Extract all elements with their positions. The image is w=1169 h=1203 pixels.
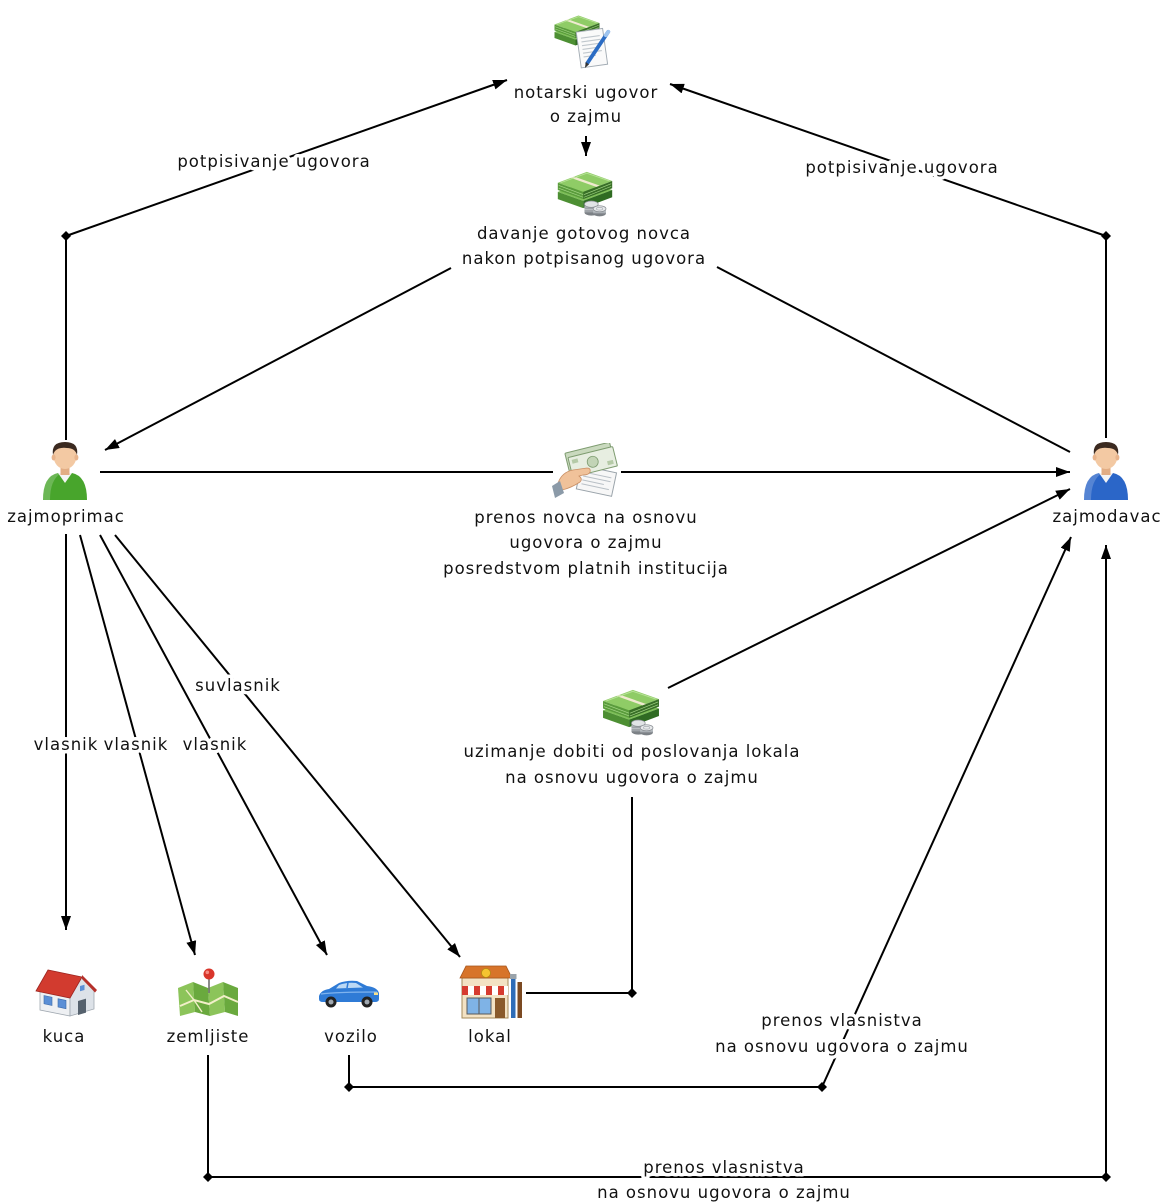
edge-label-vlasnik-vozilo: vlasnik xyxy=(183,735,248,754)
edge-vlasnik-vozilo xyxy=(99,534,328,956)
vozilo-label: vozilo xyxy=(324,1027,378,1046)
node-davanje-novca: davanje gotovog novca nakon potpisanog u… xyxy=(462,171,706,268)
edge-label-prenos-vlasnistva-vozilo-line2: na osnovu ugovora o zajmu xyxy=(715,1037,969,1056)
uzimanje-dobiti-label-line2: na osnovu ugovora o zajmu xyxy=(505,768,759,787)
edge-prenos-vlasnistva-vozilo xyxy=(821,536,1072,1088)
edge-suvlasnik-lokal xyxy=(114,534,461,958)
node-zajmodavac: zajmodavac xyxy=(1052,442,1161,526)
edge-label-potpisivanje-right: potpisivanje ugovora xyxy=(805,158,998,177)
node-notarski-ugovor: notarski ugovor o zajmu xyxy=(514,15,659,126)
edge-label-suvlasnik-lokal: suvlasnik xyxy=(195,676,281,695)
edge-label-vlasnik-kuca: vlasnik xyxy=(34,735,99,754)
edge-label-prenos-vlasnistva-vozilo-line1: prenos vlasnistva xyxy=(761,1011,922,1030)
lokal-label: lokal xyxy=(468,1027,512,1046)
edge-uzimanje-to-zajmodavac xyxy=(667,488,1071,689)
node-lokal: lokal xyxy=(459,965,523,1046)
edge-label-potpisivanje-left: potpisivanje ugovora xyxy=(177,152,370,171)
notarski-ugovor-label-line2: o zajmu xyxy=(550,107,622,126)
edge-davanje-to-zajmoprimac xyxy=(104,267,452,451)
prenos-novca-label-line2: ugovora o zajmu xyxy=(509,533,662,552)
edge-label-vlasnik-zemljiste: vlasnik xyxy=(104,735,169,754)
edge-potpisivanje-right-arrow xyxy=(669,83,1107,237)
kuca-label: kuca xyxy=(43,1027,86,1046)
node-vozilo: vozilo xyxy=(318,980,380,1046)
edge-label-prenos-vlasnistva-zemljiste-line2: na osnovu ugovora o zajmu xyxy=(597,1183,851,1202)
contract-pen-icon xyxy=(574,26,611,70)
prenos-novca-label-line1: prenos novca na osnovu xyxy=(474,508,697,527)
edge-potpisivanje-left-arrow xyxy=(65,79,508,237)
notarski-ugovor-label-line1: notarski ugovor xyxy=(514,83,659,102)
zajmoprimac-label: zajmoprimac xyxy=(7,507,125,526)
node-prenos-novca: prenos novca na osnovu ugovora o zajmu p… xyxy=(443,443,729,578)
uzimanje-dobiti-label-line1: uzimanje dobiti od poslovanja lokala xyxy=(464,742,801,761)
davanje-novca-label-line1: davanje gotovog novca xyxy=(477,224,691,243)
node-kuca: kuca xyxy=(35,969,98,1046)
node-zemljiste: zemljiste xyxy=(167,967,250,1046)
prenos-novca-label-line3: posredstvom platnih institucija xyxy=(443,559,729,578)
edge-label-prenos-vlasnistva-zemljiste-line1: prenos vlasnistva xyxy=(643,1158,804,1177)
edge-labels: potpisivanje ugovora potpisivanje ugovor… xyxy=(30,149,1001,1203)
zemljiste-label: zemljiste xyxy=(167,1027,250,1046)
edge-vlasnik-zemljiste xyxy=(79,534,197,956)
zajmodavac-label: zajmodavac xyxy=(1052,507,1161,526)
node-uzimanje-dobiti: uzimanje dobiti od poslovanja lokala na … xyxy=(464,689,801,787)
edge-zajmodavac-to-davanje xyxy=(716,266,1071,453)
edges xyxy=(61,79,1111,1178)
davanje-novca-label-line2: nakon potpisanog ugovora xyxy=(462,249,706,268)
node-zajmoprimac: zajmoprimac xyxy=(7,442,125,526)
